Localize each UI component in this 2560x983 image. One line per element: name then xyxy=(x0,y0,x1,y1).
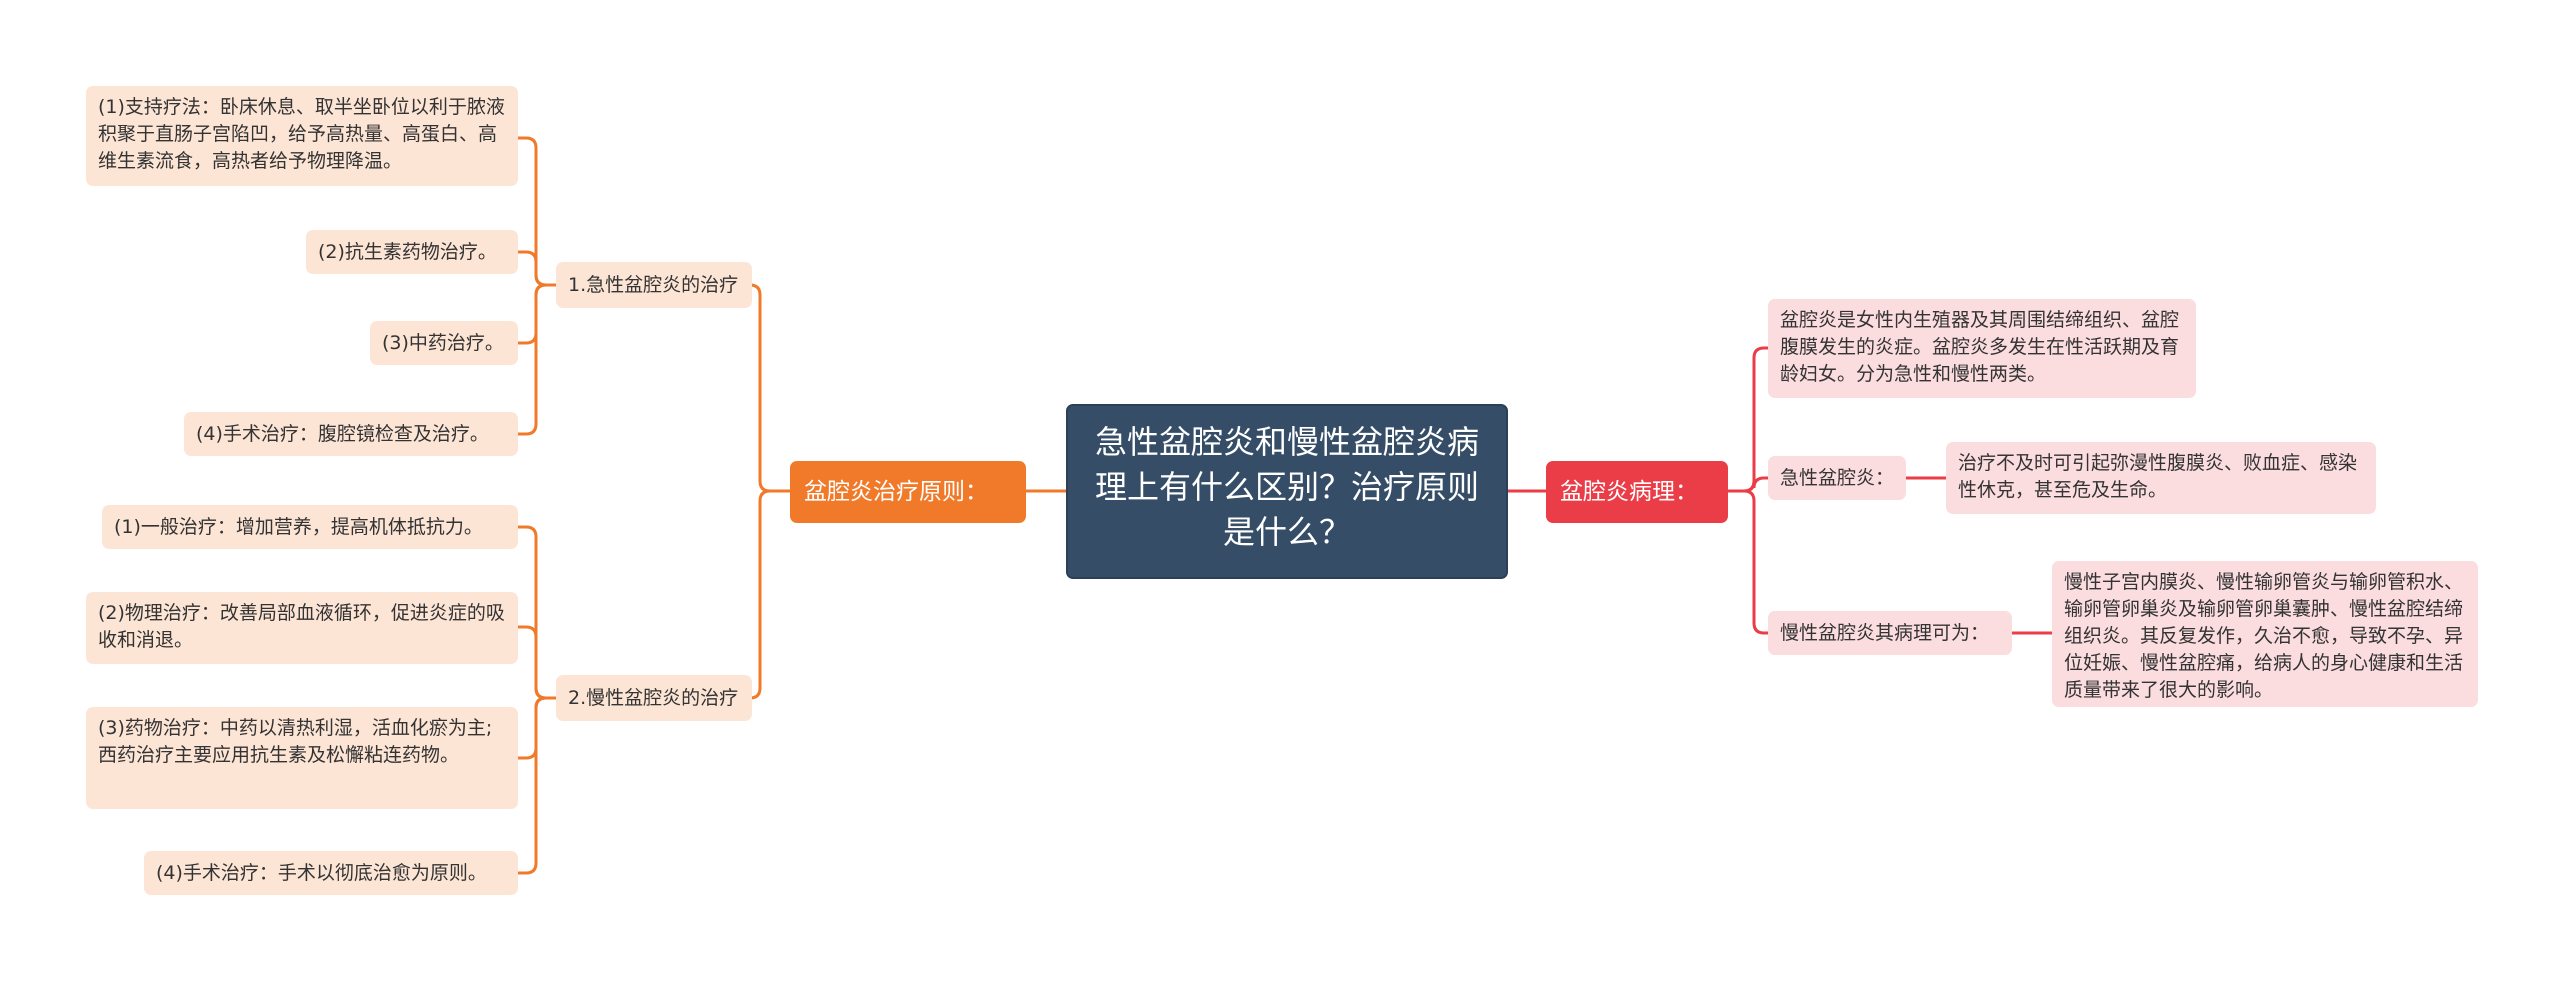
acute-item-4-text: (4)手术治疗：腹腔镜检查及治疗。 xyxy=(196,422,489,445)
chronic-item-4[interactable]: (4)手术治疗：手术以彻底治愈为原则。 xyxy=(144,851,518,895)
acute-item-3[interactable]: (3)中药治疗。 xyxy=(370,321,518,365)
link-acute-item-2 xyxy=(518,250,547,287)
branch-treatment-principles[interactable]: 盆腔炎治疗原则： xyxy=(790,461,1026,523)
node-chronic-treatment[interactable]: 2.慢性盆腔炎的治疗 xyxy=(556,675,752,721)
chronic-pelvic-detail[interactable]: 慢性子宫内膜炎、慢性输卵管炎与输卵管积水、输卵管卵巢炎及输卵管卵巢囊肿、慢性盆腔… xyxy=(2052,561,2478,707)
chronic-item-3[interactable]: (3)药物治疗：中药以清热利湿，活血化瘀为主;西药治疗主要应用抗生素及松懈粘连药… xyxy=(86,707,518,809)
node-acute-treatment[interactable]: 1.急性盆腔炎的治疗 xyxy=(556,262,752,308)
link-chronic-item-3 xyxy=(518,696,547,760)
link-chronic-item-4 xyxy=(518,696,547,875)
link-right-chronic xyxy=(1743,489,1768,635)
chronic-item-2[interactable]: (2)物理治疗：改善局部血液循环，促进炎症的吸收和消退。 xyxy=(86,592,518,664)
acute-pelvic-detail-text: 治疗不及时可引起弥漫性腹膜炎、败血症、感染性休克，甚至危及生命。 xyxy=(1958,452,2358,501)
acute-item-4[interactable]: (4)手术治疗：腹腔镜检查及治疗。 xyxy=(184,412,518,456)
link-acute-item-3 xyxy=(518,283,547,345)
branch-treatment-principles-label: 盆腔炎治疗原则： xyxy=(804,478,988,505)
link-acute-item-4 xyxy=(518,283,547,436)
chronic-item-1-text: (1)一般治疗：增加营养，提高机体抵抗力。 xyxy=(114,515,483,538)
chronic-item-2-text: (2)物理治疗：改善局部血液循环，促进炎症的吸收和消退。 xyxy=(98,602,505,651)
acute-item-1[interactable]: (1)支持疗法：卧床休息、取半坐卧位以利于脓液积聚于直肠子宫陷凹，给予高热量、高… xyxy=(86,86,518,186)
acute-item-1-text: (1)支持疗法：卧床休息、取半坐卧位以利于脓液积聚于直肠子宫陷凹，给予高热量、高… xyxy=(98,96,505,172)
pathology-definition[interactable]: 盆腔炎是女性内生殖器及其周围结缔组织、盆腔腹膜发生的炎症。盆腔炎多发生在性活跃期… xyxy=(1768,299,2196,398)
node-acute-treatment-label: 1.急性盆腔炎的治疗 xyxy=(568,273,739,296)
link-right-acute xyxy=(1743,476,1768,493)
acute-item-3-text: (3)中药治疗。 xyxy=(382,331,504,354)
link-right-definition xyxy=(1728,346,1768,493)
chronic-pelvic-detail-text: 慢性子宫内膜炎、慢性输卵管炎与输卵管积水、输卵管卵巢炎及输卵管卵巢囊肿、慢性盆腔… xyxy=(2064,571,2464,701)
node-chronic-treatment-label: 2.慢性盆腔炎的治疗 xyxy=(568,686,739,709)
acute-item-2-text: (2)抗生素药物治疗。 xyxy=(318,240,497,263)
acute-item-2[interactable]: (2)抗生素药物治疗。 xyxy=(306,230,518,274)
branch-pathology-label: 盆腔炎病理： xyxy=(1560,478,1698,505)
central-topic-text: 急性盆腔炎和慢性盆腔炎病理上有什么区别？治疗原则是什么？ xyxy=(1094,423,1479,551)
chronic-item-1[interactable]: (1)一般治疗：增加营养，提高机体抵抗力。 xyxy=(102,505,518,549)
chronic-item-4-text: (4)手术治疗：手术以彻底治愈为原则。 xyxy=(156,861,487,884)
acute-pelvic-detail[interactable]: 治疗不及时可引起弥漫性腹膜炎、败血症、感染性休克，甚至危及生命。 xyxy=(1946,442,2376,514)
central-topic[interactable]: 急性盆腔炎和慢性盆腔炎病理上有什么区别？治疗原则是什么？ xyxy=(1066,404,1508,579)
link-left-acute xyxy=(749,283,790,493)
node-chronic-pelvic-label: 慢性盆腔炎其病理可为： xyxy=(1780,621,1990,644)
pathology-definition-text: 盆腔炎是女性内生殖器及其周围结缔组织、盆腔腹膜发生的炎症。盆腔炎多发生在性活跃期… xyxy=(1780,309,2180,385)
node-acute-pelvic[interactable]: 急性盆腔炎： xyxy=(1768,456,1906,500)
node-acute-pelvic-label: 急性盆腔炎： xyxy=(1780,466,1895,489)
chronic-item-3-text: (3)药物治疗：中药以清热利湿，活血化瘀为主;西药治疗主要应用抗生素及松懈粘连药… xyxy=(98,717,493,766)
node-chronic-pelvic[interactable]: 慢性盆腔炎其病理可为： xyxy=(1768,611,2012,655)
link-left-chronic xyxy=(749,489,771,700)
branch-pathology[interactable]: 盆腔炎病理： xyxy=(1546,461,1728,523)
link-chronic-item-2 xyxy=(518,625,547,700)
